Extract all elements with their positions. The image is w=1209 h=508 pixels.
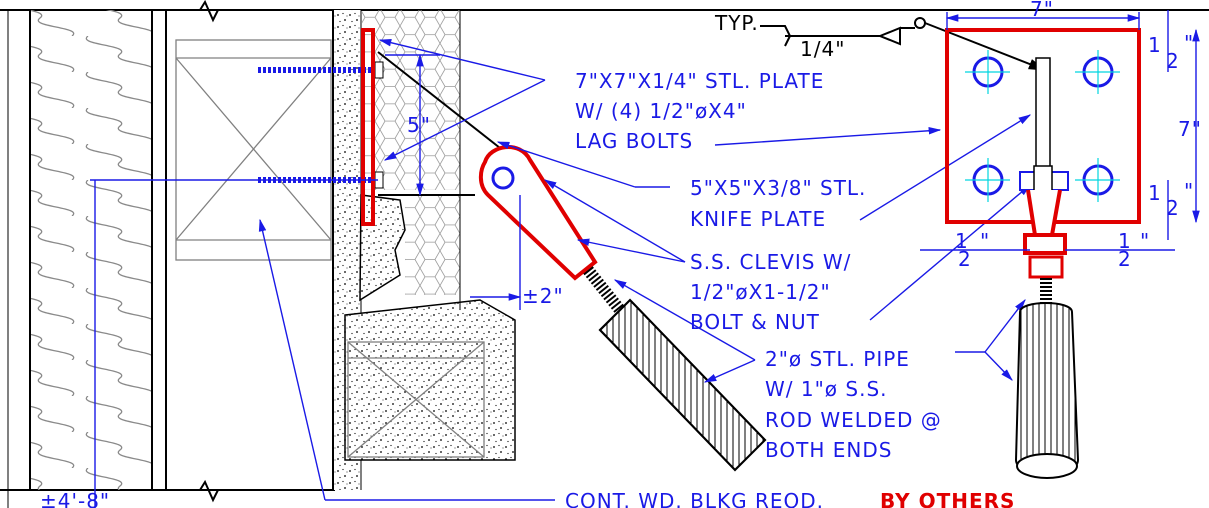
plan-dim-fraction-top: 1 2 " (1148, 31, 1194, 73)
rigid-insulation (362, 10, 461, 310)
svg-text:1: 1 (955, 229, 969, 253)
wood-blocking (175, 39, 332, 261)
dimension-5in (385, 53, 440, 197)
dim-bottom-left-label: ±4'-8" (40, 489, 110, 508)
clevis-section (478, 145, 598, 281)
leaders-pipe (613, 279, 1026, 383)
svg-text:1: 1 (1148, 33, 1162, 57)
callout-plate-line2: W/ (4) 1/2"øX4" (575, 99, 747, 123)
threaded-rod (583, 266, 625, 314)
weld-size-label: 1/4" (800, 37, 845, 61)
callout-pipe-line1: 2"ø STL. PIPE (765, 347, 910, 371)
plan-dim-top-label: 7" (1030, 0, 1054, 21)
break-line-top (150, 0, 335, 23)
callout-knife-line1: 5"X5"X3/8" STL. (690, 176, 866, 200)
lower-window-frame (347, 341, 485, 458)
knife-plate (377, 51, 501, 196)
callout-pipe-line2: W/ 1"ø S.S. (765, 377, 888, 401)
plan-bolt-holes (965, 50, 1120, 202)
callout-by-others: BY OTHERS (880, 489, 1015, 508)
callout-plate-line1: 7"X7"X1/4" STL. PLATE (575, 69, 824, 93)
weld-typ-label: TYP. (714, 11, 759, 35)
plan-clevis (1023, 189, 1067, 279)
leaders-plate (378, 38, 942, 161)
plan-pipe (1014, 302, 1080, 479)
callout-blocking: CONT. WD. BLKG REQD. (565, 489, 824, 508)
callout-clevis-line2: 1/2"øX1-1/2" (690, 280, 831, 304)
concrete-wall (332, 10, 516, 490)
svg-text:2: 2 (958, 247, 972, 271)
svg-text:2: 2 (1166, 49, 1180, 73)
callout-pipe-line3: ROD WELDED @ (765, 408, 942, 432)
svg-text:": " (1184, 31, 1194, 55)
plan-dim-right (1167, 10, 1200, 240)
insulation (29, 10, 167, 490)
plan-dim-top (945, 12, 1141, 30)
leaders-clevis (543, 179, 1031, 321)
plan-dim-right-label: 7" (1178, 117, 1202, 141)
svg-text:": " (980, 229, 990, 253)
plan-dim-fraction-left: 1 2 " (920, 229, 1030, 271)
svg-text:2: 2 (1166, 196, 1180, 220)
svg-text:1: 1 (1148, 181, 1162, 205)
callout-clevis-line3: BOLT & NUT (690, 310, 820, 334)
dim-5-label: 5" (407, 113, 431, 137)
dim-pm2-label: ±2" (522, 284, 564, 308)
leaders-blocking (258, 218, 555, 501)
break-line-bottom (150, 479, 335, 503)
callout-clevis-line1: S.S. CLEVIS W/ (690, 250, 851, 274)
steel-plate-section (361, 28, 375, 226)
plan-dim-fraction-right: 1 2 " (1065, 229, 1175, 271)
plan-dim-fraction-bottom: 1 2 " (1148, 179, 1194, 220)
dimension-pm2 (470, 195, 522, 310)
svg-text:1: 1 (1118, 229, 1132, 253)
svg-text:2: 2 (1118, 247, 1132, 271)
plan-knife-plate (1019, 57, 1069, 199)
svg-text:": " (1140, 229, 1150, 253)
steel-pipe-section (598, 298, 767, 472)
callout-plate-line3: LAG BOLTS (575, 129, 693, 153)
svg-text:": " (1184, 179, 1194, 203)
callout-pipe-line4: BOTH ENDS (765, 438, 892, 462)
callout-knife-line2: KNIFE PLATE (690, 207, 826, 231)
